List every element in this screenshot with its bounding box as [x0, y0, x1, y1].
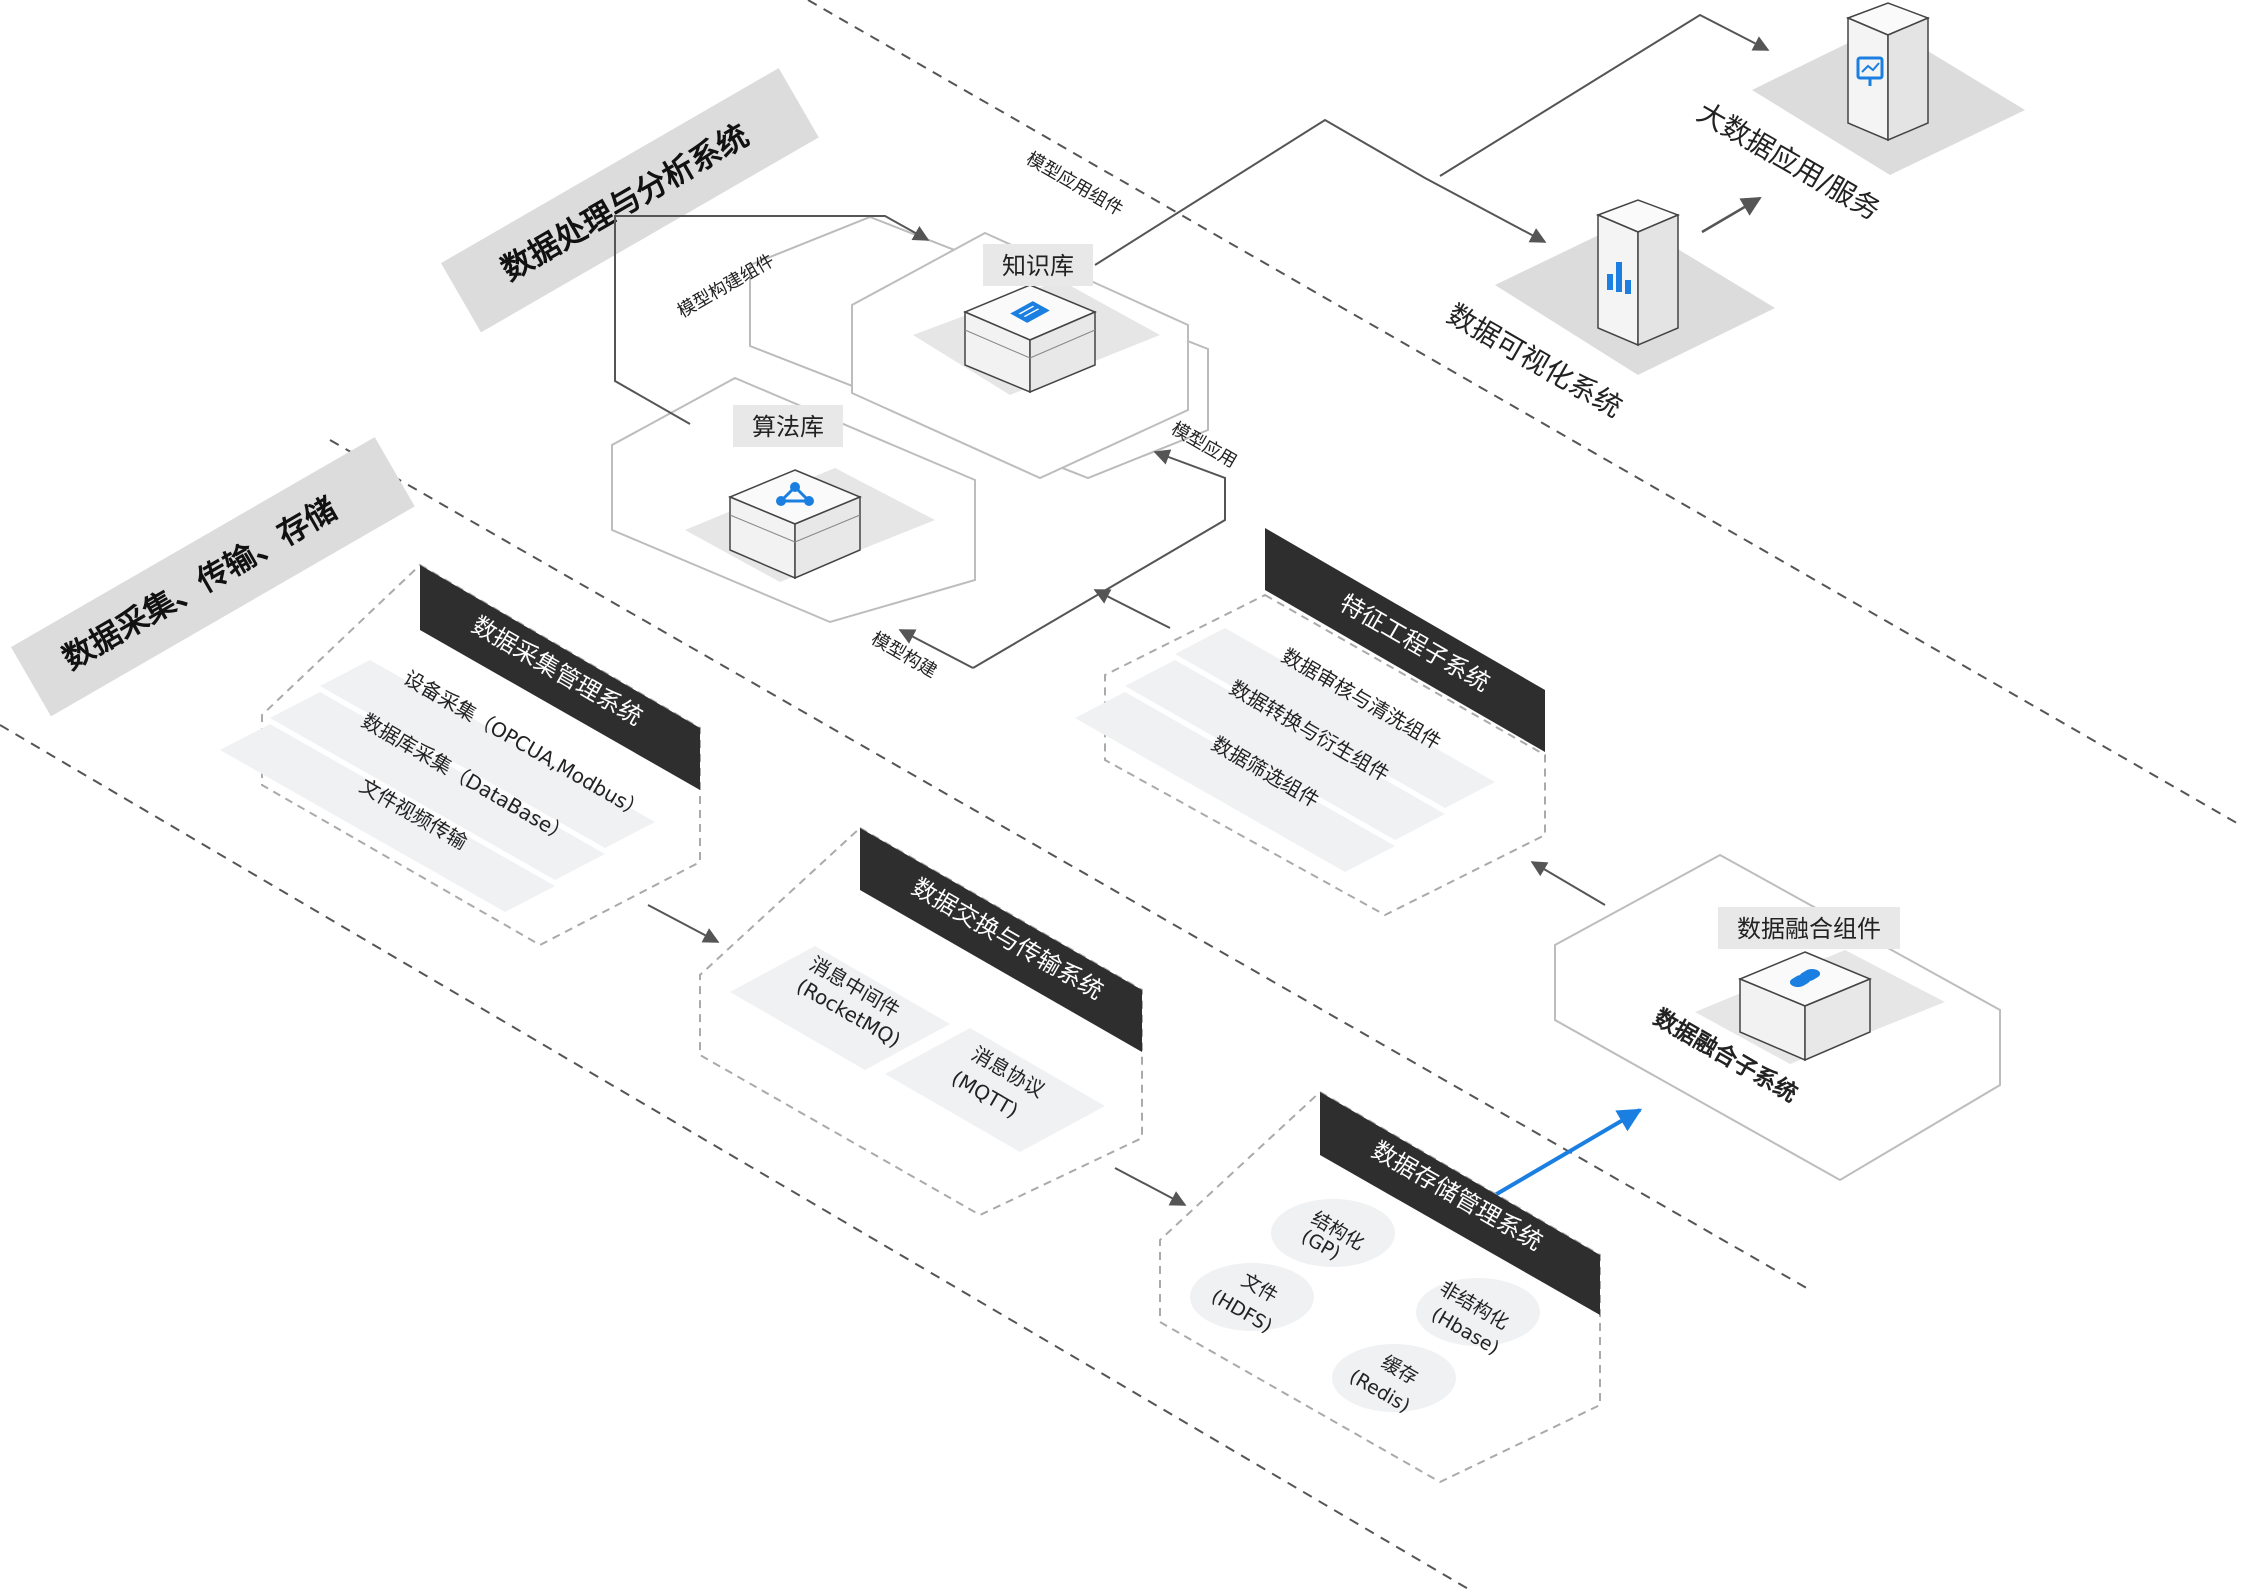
network-icon [776, 482, 814, 506]
data-fusion-component-label: 数据融合组件 [1737, 915, 1881, 943]
svg-text:数据采集、传输、存储: 数据采集、传输、存储 [57, 491, 343, 677]
edge-storage-to-fusion [1493, 1108, 1643, 1197]
monitor-icon [1856, 56, 1884, 86]
storage-panel[interactable]: 数据存储管理系统 结构化 (GP) 文件 (HDFS) 非结构化 (Hbase)… [1159, 1090, 1601, 1484]
feature-engineering-panel[interactable]: 特征工程子系统 数据审核与清洗组件 数据转换与衍生组件 数据筛选组件 [1075, 528, 1546, 917]
svg-text:数据处理与分析系统: 数据处理与分析系统 [495, 118, 755, 289]
data-fusion-node[interactable]: 数据融合组件 数据融合子系统 [1554, 853, 2001, 1182]
edge-label-model-app-component: 模型应用组件 [1023, 148, 1127, 220]
link-icon [1789, 968, 1821, 988]
collection-mgmt-panel[interactable]: 数据采集管理系统 设备采集（OPCUA,Modbus） 数据库采集（DataBa… [220, 563, 701, 947]
bar-chart-icon [1607, 262, 1631, 294]
knowledge-base-label: 知识库 [1002, 252, 1074, 280]
algorithm-library-label: 算法库 [752, 413, 824, 441]
knowledge-base-node[interactable]: 知识库 [749, 215, 1209, 480]
book-icon [1010, 301, 1050, 323]
exchange-panel[interactable]: 数据交换与传输系统 消息中间件 (RocketMQ) 消息协议 (MQTT) [699, 826, 1143, 1217]
edge-label-model-build: 模型构建 [868, 628, 941, 682]
edge-vis-to-app [1701, 196, 1762, 234]
edge-collection-to-exchange [647, 904, 720, 943]
edge-exchange-to-storage [1114, 1167, 1187, 1206]
visualization-system-node[interactable]: 数据可视化系统 [1442, 199, 1776, 424]
algorithm-library-node[interactable]: 算法库 [611, 376, 976, 624]
edges-processing [614, 13, 1770, 906]
